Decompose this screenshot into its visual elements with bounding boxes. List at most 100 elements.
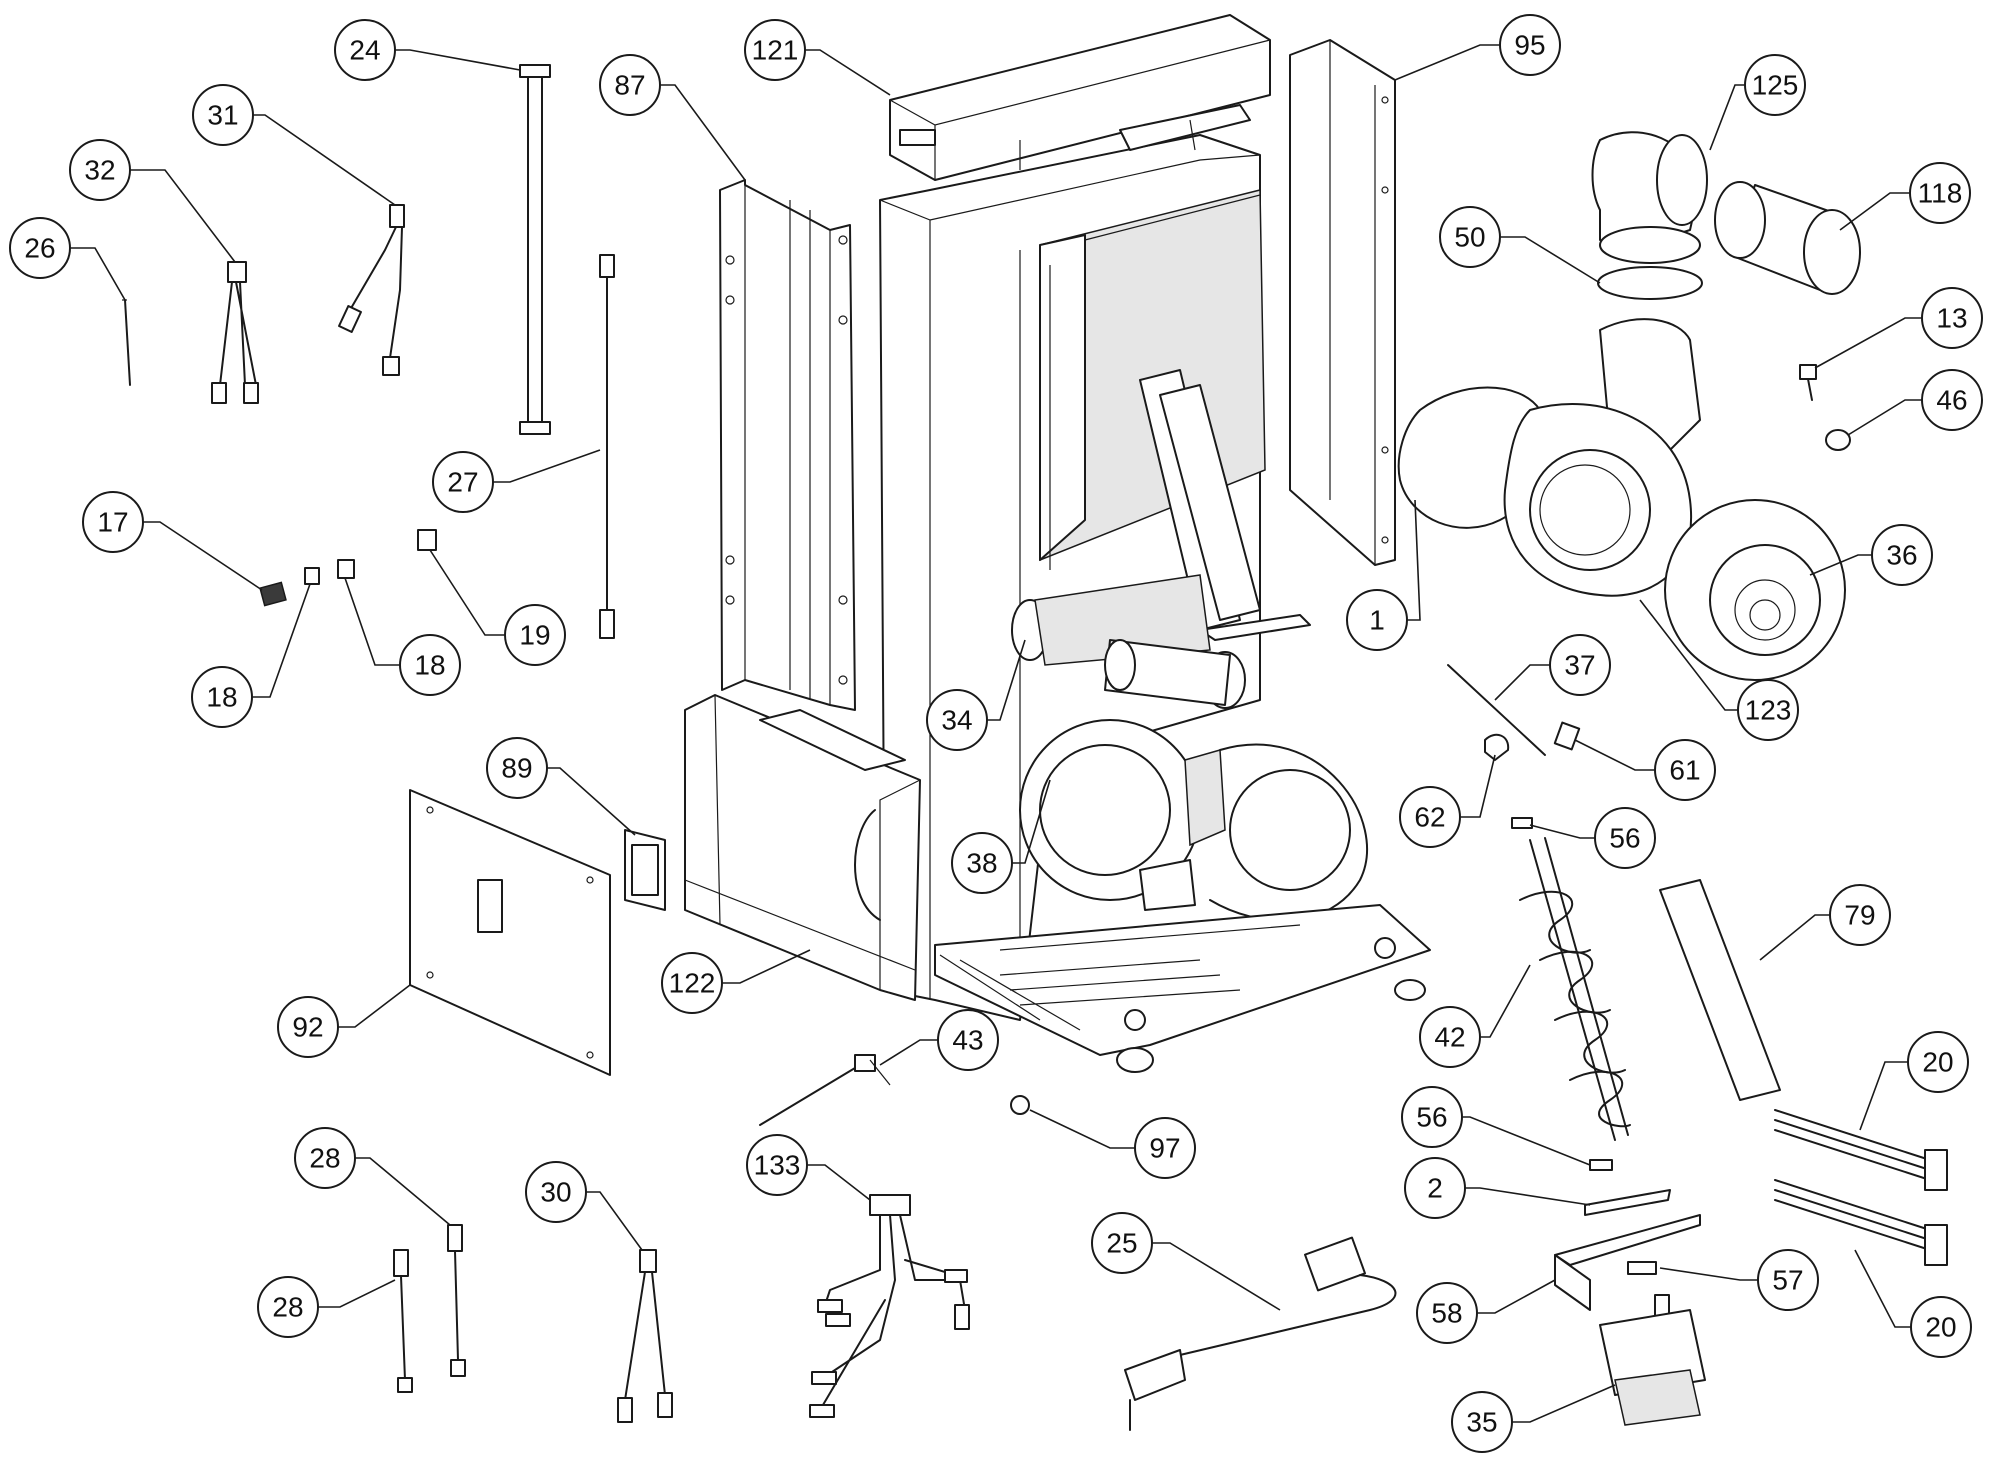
callout-24[interactable]: 24 bbox=[334, 19, 521, 81]
part-cable-28a bbox=[393, 1249, 413, 1393]
part-piece-56b bbox=[1589, 1159, 1613, 1171]
callout-118[interactable]: 118 bbox=[1839, 162, 1971, 231]
callout-57[interactable]: 57 bbox=[1659, 1249, 1819, 1311]
part-gearmotor-35 bbox=[1599, 1294, 1706, 1426]
part-power-cord-25 bbox=[1124, 1236, 1397, 1431]
svg-text:35: 35 bbox=[1466, 1407, 1497, 1438]
callout-18-left[interactable]: 18 bbox=[191, 583, 311, 728]
callout-61[interactable]: 61 bbox=[1574, 739, 1716, 801]
svg-text:122: 122 bbox=[669, 968, 716, 999]
part-washer-46 bbox=[1825, 429, 1851, 451]
callout-17[interactable]: 17 bbox=[82, 491, 263, 591]
part-probe-26 bbox=[122, 299, 131, 386]
callout-125[interactable]: 125 bbox=[1709, 54, 1806, 151]
svg-text:121: 121 bbox=[752, 35, 799, 66]
callout-123[interactable]: 123 bbox=[1639, 599, 1799, 741]
part-strip-2 bbox=[1584, 1189, 1671, 1216]
part-main-body bbox=[879, 104, 1368, 1021]
part-tray-122 bbox=[684, 694, 921, 1001]
callout-97[interactable]: 97 bbox=[1029, 1109, 1196, 1179]
parts-drawing bbox=[122, 14, 1948, 1431]
callout-92[interactable]: 92 bbox=[277, 984, 411, 1058]
svg-text:125: 125 bbox=[1752, 70, 1799, 101]
part-clip-61 bbox=[1553, 721, 1581, 751]
callout-56-upper[interactable]: 56 bbox=[1529, 807, 1656, 869]
part-clip-62 bbox=[1484, 733, 1510, 761]
callout-43[interactable]: 43 bbox=[879, 1009, 999, 1071]
callout-13[interactable]: 13 bbox=[1814, 287, 1983, 369]
svg-text:87: 87 bbox=[614, 70, 645, 101]
part-elbow-125 bbox=[1591, 131, 1708, 264]
svg-text:95: 95 bbox=[1514, 30, 1545, 61]
callout-36[interactable]: 36 bbox=[1809, 524, 1933, 586]
callout-56-lower[interactable]: 56 bbox=[1401, 1086, 1591, 1166]
svg-text:56: 56 bbox=[1609, 823, 1640, 854]
callout-26[interactable]: 26 bbox=[9, 217, 126, 301]
svg-text:92: 92 bbox=[292, 1012, 323, 1043]
callout-34[interactable]: 34 bbox=[926, 639, 1026, 751]
svg-text:46: 46 bbox=[1936, 385, 1967, 416]
svg-text:27: 27 bbox=[447, 467, 478, 498]
part-knob-97 bbox=[1010, 1095, 1030, 1115]
part-sensor-13 bbox=[1799, 364, 1817, 401]
svg-text:61: 61 bbox=[1669, 755, 1700, 786]
callout-58[interactable]: 58 bbox=[1416, 1279, 1556, 1344]
callout-133[interactable]: 133 bbox=[746, 1134, 871, 1201]
callout-121[interactable]: 121 bbox=[744, 19, 891, 96]
callout-19[interactable]: 19 bbox=[429, 549, 566, 666]
svg-text:50: 50 bbox=[1454, 222, 1485, 253]
part-plate-92 bbox=[409, 789, 611, 1076]
part-cable-28b bbox=[447, 1224, 466, 1377]
callout-95[interactable]: 95 bbox=[1394, 14, 1561, 81]
callout-20-upper[interactable]: 20 bbox=[1859, 1031, 1969, 1131]
part-fan-housing-123 bbox=[1503, 318, 1701, 597]
svg-text:30: 30 bbox=[540, 1177, 571, 1208]
callout-28-upper[interactable]: 28 bbox=[294, 1127, 451, 1226]
callout-31[interactable]: 31 bbox=[192, 84, 396, 206]
callout-28-lower[interactable]: 28 bbox=[257, 1276, 396, 1338]
callout-18-right[interactable]: 18 bbox=[344, 577, 461, 696]
part-piece-56a bbox=[1511, 817, 1533, 829]
callout-46[interactable]: 46 bbox=[1847, 369, 1983, 436]
svg-text:38: 38 bbox=[966, 848, 997, 879]
callout-1[interactable]: 1 bbox=[1346, 499, 1421, 651]
callouts: 24 31 32 26 87 121 bbox=[9, 14, 1983, 1453]
part-rod-37 bbox=[1447, 664, 1546, 756]
svg-text:28: 28 bbox=[272, 1292, 303, 1323]
callout-25[interactable]: 25 bbox=[1091, 1212, 1281, 1311]
svg-text:34: 34 bbox=[941, 705, 972, 736]
svg-text:118: 118 bbox=[1918, 178, 1963, 209]
callout-87[interactable]: 87 bbox=[599, 54, 746, 181]
svg-text:32: 32 bbox=[84, 155, 115, 186]
callout-89[interactable]: 89 bbox=[486, 737, 636, 836]
svg-text:31: 31 bbox=[207, 100, 238, 131]
callout-79[interactable]: 79 bbox=[1759, 884, 1891, 961]
part-bracket-58 bbox=[1554, 1214, 1701, 1311]
part-bars-20 bbox=[1774, 1109, 1948, 1266]
callout-2[interactable]: 2 bbox=[1404, 1157, 1591, 1219]
svg-text:13: 13 bbox=[1936, 303, 1967, 334]
callout-122[interactable]: 122 bbox=[661, 949, 811, 1014]
callout-37[interactable]: 37 bbox=[1494, 634, 1611, 701]
svg-text:26: 26 bbox=[24, 233, 55, 264]
callout-50[interactable]: 50 bbox=[1439, 206, 1601, 284]
callout-20-lower[interactable]: 20 bbox=[1854, 1249, 1972, 1358]
svg-text:28: 28 bbox=[309, 1143, 340, 1174]
part-top-cover-121 bbox=[889, 14, 1271, 181]
callout-62[interactable]: 62 bbox=[1399, 754, 1496, 848]
callout-42[interactable]: 42 bbox=[1419, 964, 1531, 1068]
svg-text:1: 1 bbox=[1369, 605, 1385, 636]
callout-35[interactable]: 35 bbox=[1451, 1384, 1616, 1453]
part-strip-24 bbox=[519, 64, 551, 435]
part-cable-30 bbox=[617, 1249, 673, 1423]
svg-text:57: 57 bbox=[1772, 1265, 1803, 1296]
svg-text:18: 18 bbox=[206, 682, 237, 713]
callout-30[interactable]: 30 bbox=[525, 1161, 643, 1251]
svg-text:43: 43 bbox=[952, 1025, 983, 1056]
callout-38[interactable]: 38 bbox=[951, 779, 1051, 894]
part-piece-57 bbox=[1627, 1261, 1657, 1275]
callout-27[interactable]: 27 bbox=[432, 449, 601, 513]
callout-32[interactable]: 32 bbox=[69, 139, 236, 263]
part-ring-50 bbox=[1597, 266, 1703, 300]
